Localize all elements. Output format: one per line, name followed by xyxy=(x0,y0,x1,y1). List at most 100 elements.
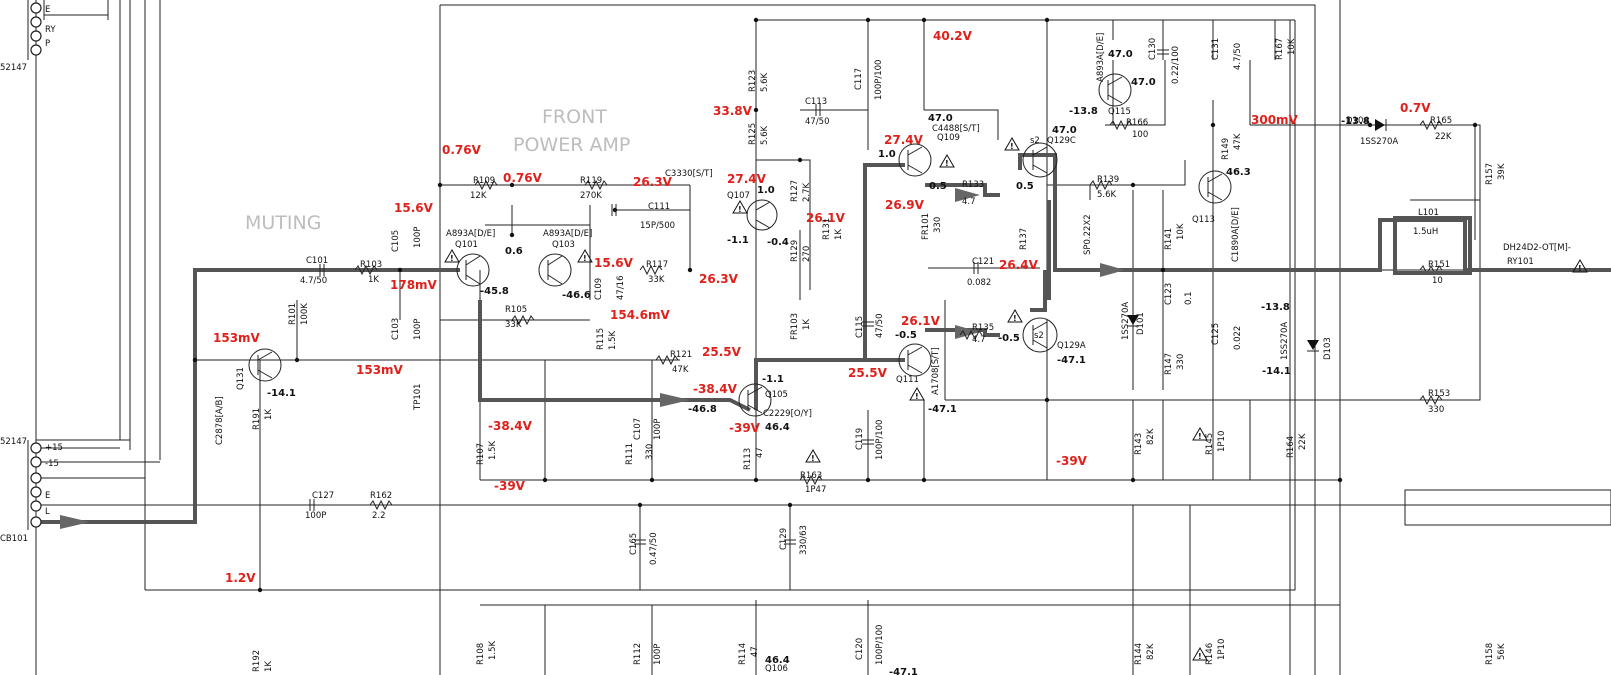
component-label: R165 xyxy=(1430,116,1452,126)
node-value: -47.1 xyxy=(889,667,918,675)
warning-icon: ! xyxy=(1192,647,1208,661)
node-value: 0.5 xyxy=(1016,181,1034,192)
component-label: C2229[O/Y] xyxy=(763,409,812,419)
component-label: Q115 xyxy=(1108,107,1131,117)
warning-icon: ! xyxy=(1192,427,1208,441)
component-value: 10K xyxy=(1176,223,1186,240)
component-value: 12K xyxy=(470,191,487,201)
node-value: 47.0 xyxy=(1052,125,1077,136)
node-value: -13.8 xyxy=(1069,106,1098,117)
component-label: C127 xyxy=(312,491,334,501)
component-label: R101 xyxy=(288,303,298,325)
voltage-label: 27.4V xyxy=(727,172,767,186)
warning-icon: ! xyxy=(909,387,925,401)
component-label: C165 xyxy=(629,533,639,555)
node-value: -14.1 xyxy=(1262,366,1291,377)
component-label: R135 xyxy=(972,323,994,333)
component-label: TP101 xyxy=(413,383,423,411)
component-value: 330 xyxy=(645,444,655,460)
node-value: -46.8 xyxy=(688,404,717,415)
warning-icon: ! xyxy=(1004,137,1020,151)
component-value: 100P/100 xyxy=(875,420,885,460)
voltage-label: 0.76V xyxy=(503,171,543,185)
transistor-q105-symbol xyxy=(738,383,772,417)
component-value: 2.7K xyxy=(802,182,812,202)
component-label: R163 xyxy=(800,471,822,481)
component-value: 1K xyxy=(264,409,274,420)
connector-ref-bottom: 52147 xyxy=(0,437,27,447)
component-value: 47K xyxy=(672,365,689,375)
component-label: C4488[S/T] xyxy=(932,124,980,134)
voltage-label: 33.8V xyxy=(713,104,753,118)
component-value: 0.022 xyxy=(1233,326,1243,350)
component-value: 100K xyxy=(300,303,310,325)
component-value: 1K xyxy=(368,275,379,285)
component-value: 1.5uH xyxy=(1413,227,1438,237)
component-value: 10 xyxy=(1432,276,1443,286)
component-label: C107 xyxy=(633,418,643,440)
component-label: C129 xyxy=(779,528,789,550)
voltage-label: 26.1V xyxy=(806,211,846,225)
component-value: 47/16 xyxy=(616,276,626,301)
capacitor-symbols xyxy=(309,49,1169,545)
component-label: C1890A[D/E] xyxy=(1231,207,1241,262)
component-value: 22K xyxy=(1298,433,1308,450)
transistor-q115-symbol xyxy=(1098,73,1132,107)
component-label: 1SS270A xyxy=(1121,302,1131,340)
component-label: D103 xyxy=(1323,337,1333,360)
voltage-label: 26.3V xyxy=(699,272,739,286)
component-value: 4.7/50 xyxy=(1233,43,1243,70)
component-value: 1.5K xyxy=(488,640,498,660)
component-label: R144 xyxy=(1134,643,1144,665)
component-value: 1.5K xyxy=(488,440,498,460)
warning-icon: ! xyxy=(732,200,748,214)
component-value: 0.1 xyxy=(1184,291,1194,305)
component-label: Q107 xyxy=(727,191,750,201)
component-label: FR103 xyxy=(790,313,800,340)
voltage-label: 26.3V xyxy=(633,175,673,189)
component-label: FR101 xyxy=(921,213,931,240)
component-value: 100 xyxy=(1132,130,1148,140)
component-value: 47 xyxy=(750,646,760,657)
connector-cb101: CB101 xyxy=(0,534,28,544)
component-label: R115 xyxy=(596,328,606,350)
component-value: 100P xyxy=(413,227,423,248)
component-value: 100P xyxy=(653,644,663,665)
voltage-label: 153mV xyxy=(356,363,404,377)
component-label: R109 xyxy=(473,176,495,186)
component-label: Q129C xyxy=(1047,136,1076,146)
component-label: D101 xyxy=(1136,312,1146,335)
component-label: R147 xyxy=(1164,353,1174,375)
component-label: R151 xyxy=(1428,260,1450,270)
component-value: 0.082 xyxy=(967,278,991,288)
component-label: C123 xyxy=(1164,283,1174,305)
component-label: R153 xyxy=(1428,389,1450,399)
component-label: R167 xyxy=(1275,38,1285,60)
svg-text:!: ! xyxy=(738,205,742,214)
node-value: -13.8 xyxy=(1261,302,1290,313)
signal-arrows xyxy=(60,188,1125,529)
voltage-label: 1.2V xyxy=(225,571,256,585)
voltage-label: 154.6mV xyxy=(610,308,670,322)
component-label: C131 xyxy=(1211,38,1221,60)
component-value: 100P xyxy=(305,511,326,521)
node-value: 46.4 xyxy=(765,422,790,433)
voltage-label: 178mV xyxy=(390,278,438,292)
node-value: -47.1 xyxy=(928,404,957,415)
component-value: 100P xyxy=(653,419,663,440)
component-value: 5.6K xyxy=(760,125,770,145)
component-label: A893A[D/E] xyxy=(446,229,495,239)
warning-icons: ! ! ! ! ! ! ! ! ! ! ! xyxy=(444,137,1588,661)
component-value: 47/50 xyxy=(875,314,885,339)
component-label: C113 xyxy=(805,97,827,107)
node-value: 47.0 xyxy=(1108,49,1133,60)
component-value: 1P10 xyxy=(1217,639,1227,660)
component-label: A893A[D/E] xyxy=(543,229,592,239)
transistor-q131-symbol xyxy=(248,348,282,382)
transistor-q113-symbol xyxy=(1198,170,1232,204)
component-value: 5.6K xyxy=(1097,190,1117,200)
node-value: 0.6 xyxy=(505,246,523,257)
component-label: Q101 xyxy=(455,240,478,250)
node-value: -0.5 xyxy=(998,333,1020,344)
warning-icon: ! xyxy=(1572,259,1588,273)
